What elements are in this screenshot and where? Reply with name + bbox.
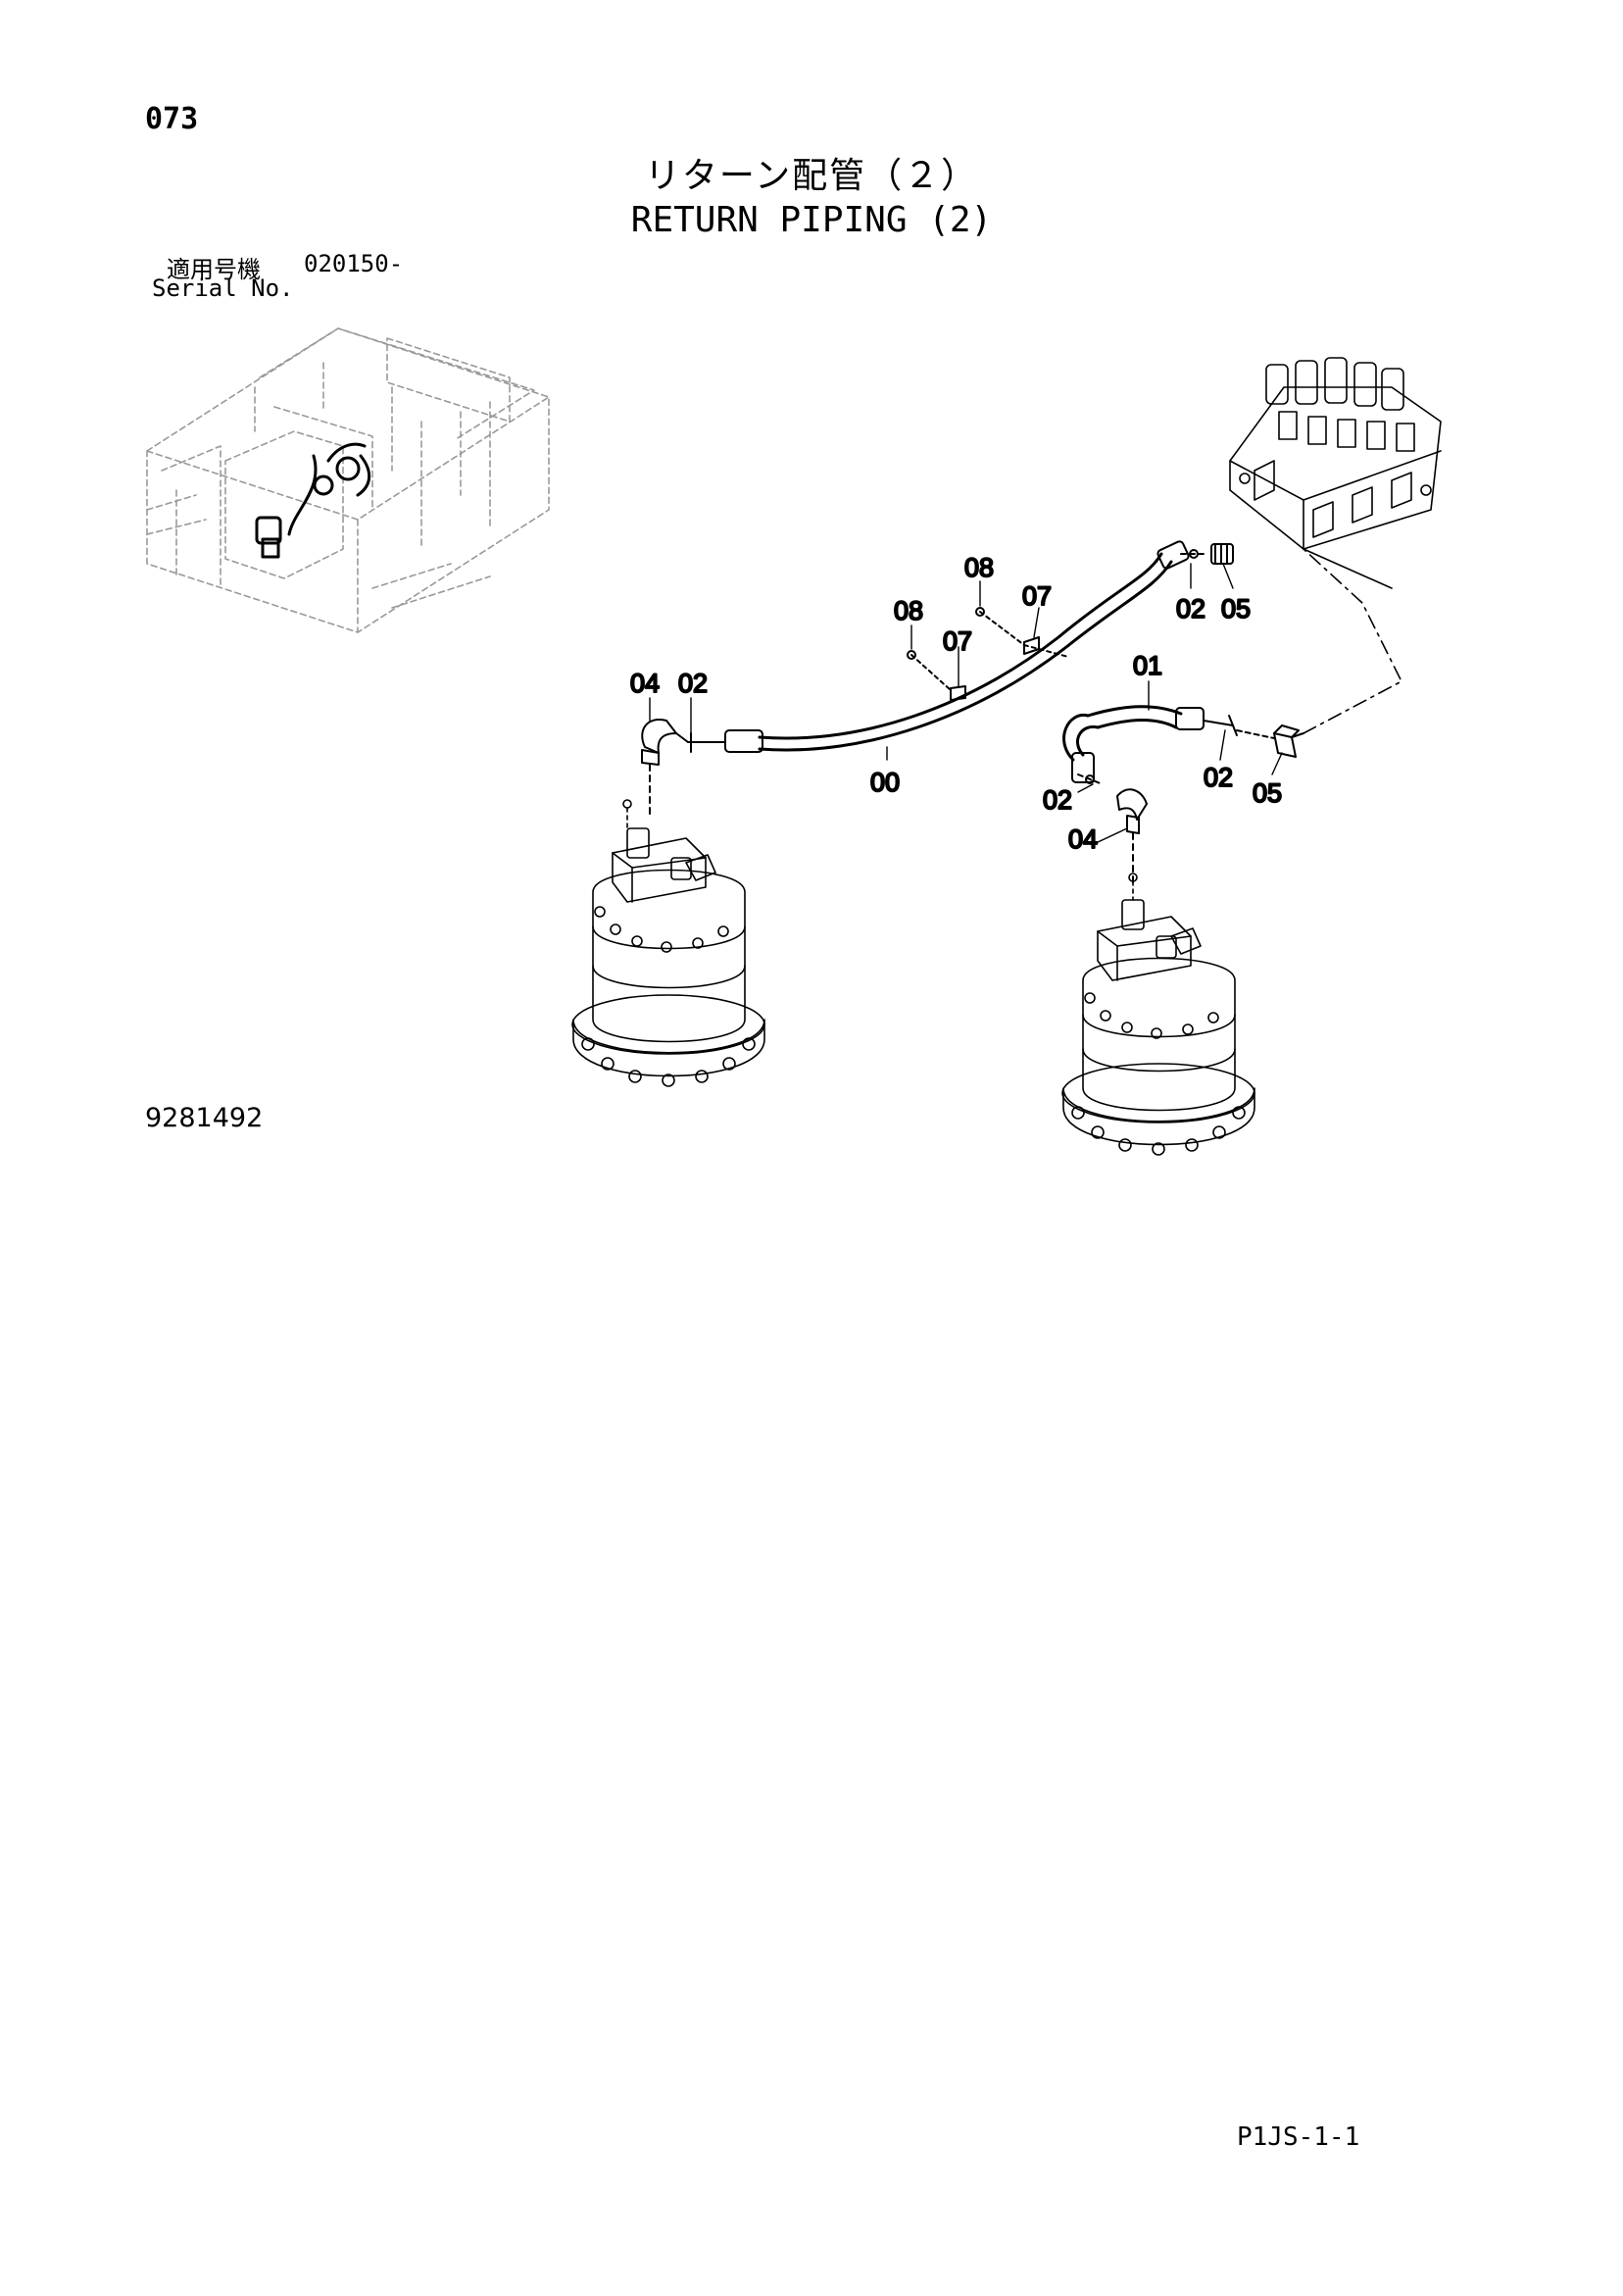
control-valve: [1229, 357, 1442, 589]
connection-leader: [1303, 548, 1402, 734]
callout-clamp-1: 07: [943, 626, 972, 656]
elbow-right: [1077, 774, 1148, 883]
page-number: 073: [145, 102, 199, 136]
serial-label-jp: 適用号機: [167, 256, 261, 283]
machine-overview-illustration: [146, 327, 550, 633]
callout-adapter-mid: 05: [1253, 778, 1282, 808]
callout-bolt-1: 08: [964, 553, 994, 582]
clamps-and-bolts: [907, 607, 1069, 701]
callout-adapter-top: 05: [1221, 594, 1251, 624]
serial-value: 020150-: [304, 250, 404, 277]
callout-oring-4: 02: [1043, 785, 1072, 815]
callout-elbow-left: 04: [630, 669, 660, 698]
callout-oring-2: 02: [1176, 594, 1205, 624]
page-code: P1JS-1-1: [1237, 2122, 1360, 2152]
adapter-top: [1210, 543, 1234, 565]
callout-hose-main: 00: [870, 768, 900, 797]
page-title-en: RETURN PIPING (2): [630, 200, 993, 240]
overview-highlight: [255, 442, 371, 559]
callout-leaders: [649, 563, 1283, 844]
callout-elbow-right: 04: [1068, 824, 1098, 854]
drawing-number: 9281492: [145, 1103, 264, 1133]
callout-clamp-2: 07: [1022, 581, 1052, 611]
elbow-left: [641, 719, 689, 815]
callout-oring-1: 02: [678, 669, 708, 698]
adapter-mid: [1273, 724, 1304, 758]
return-hose-main: [687, 540, 1208, 753]
serial-label-en: Serial No.: [152, 275, 294, 302]
callout-hose-short: 01: [1133, 651, 1162, 680]
return-hose-short: [1062, 705, 1275, 783]
callout-oring-3: 02: [1204, 763, 1233, 792]
callout-bolt-2: 08: [894, 596, 923, 625]
swing-motor-right: [1061, 873, 1255, 1156]
page-title-jp: リターン配管（２）: [644, 156, 979, 196]
swing-motor-left: [571, 799, 765, 1087]
